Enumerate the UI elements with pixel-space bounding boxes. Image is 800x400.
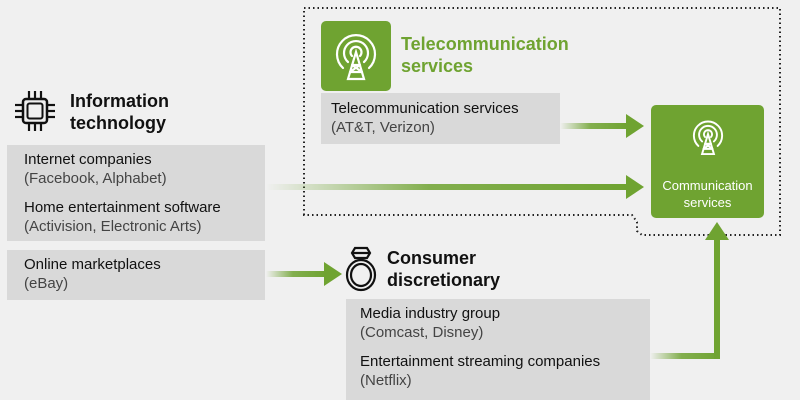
it-heading-line1: Information: [70, 91, 169, 111]
consumer-item-media: Media industry group (Comcast, Disney): [360, 304, 500, 342]
arrow-marketplaces-to-consumer: [266, 262, 342, 286]
consumer-item-streaming: Entertainment streaming companies (Netfl…: [360, 352, 600, 390]
item-title: Entertainment streaming companies: [360, 353, 601, 370]
communication-label-line1: Communication: [662, 178, 753, 193]
item-examples: (eBay): [24, 275, 69, 292]
item-title: Internet companies: [24, 151, 152, 168]
telecom-heading-line1: Telecommunication: [401, 34, 569, 54]
cell-tower-icon: [692, 120, 724, 156]
it-item-home-entertainment: Home entertainment software (Activision,…: [24, 198, 221, 236]
it-heading-line2: technology: [70, 113, 167, 133]
item-examples: (AT&T, Verizon): [331, 119, 435, 136]
consumer-sector-header: Consumer discretionary: [344, 244, 604, 292]
it-sector-header: Information technology: [12, 88, 272, 134]
item-title: Online marketplaces: [24, 256, 161, 273]
item-title: Media industry group: [360, 305, 501, 322]
telecom-item: Telecommunication services (AT&T, Verizo…: [331, 99, 519, 137]
communication-label-line2: services: [683, 195, 732, 210]
telecom-icon-tile: [321, 21, 391, 91]
communication-services-tile: Communication services: [651, 105, 764, 218]
it-item-internet: Internet companies (Facebook, Alphabet): [24, 150, 167, 188]
telecom-heading-line2: services: [401, 56, 474, 76]
microchip-icon: [15, 91, 55, 131]
item-title: Home entertainment software: [24, 199, 221, 216]
consumer-group: Media industry group (Comcast, Disney) E…: [346, 299, 650, 400]
it-group-marketplaces: Online marketplaces (eBay): [7, 250, 265, 300]
ring-icon: [345, 246, 377, 292]
arrow-streaming-to-communication: [650, 222, 729, 359]
cell-tower-icon: [335, 34, 377, 81]
arrow-it-to-communication: [266, 175, 644, 199]
item-examples: (Activision, Electronic Arts): [24, 218, 202, 235]
consumer-heading-line1: Consumer: [387, 248, 477, 268]
item-examples: (Facebook, Alphabet): [24, 170, 167, 187]
it-group-internet-home: Internet companies (Facebook, Alphabet) …: [7, 145, 265, 241]
it-item-online-marketplaces: Online marketplaces (eBay): [24, 255, 161, 293]
arrow-telecom-to-communication: [560, 114, 644, 138]
item-examples: (Netflix): [360, 372, 412, 389]
consumer-heading-line2: discretionary: [387, 270, 501, 290]
communication-services-boundary: [303, 7, 781, 236]
item-title: Telecommunication services: [331, 100, 519, 117]
item-examples: (Comcast, Disney): [360, 324, 484, 341]
telecom-heading: Telecommunication services: [401, 33, 569, 77]
telecom-group: Telecommunication services (AT&T, Verizo…: [321, 93, 560, 144]
